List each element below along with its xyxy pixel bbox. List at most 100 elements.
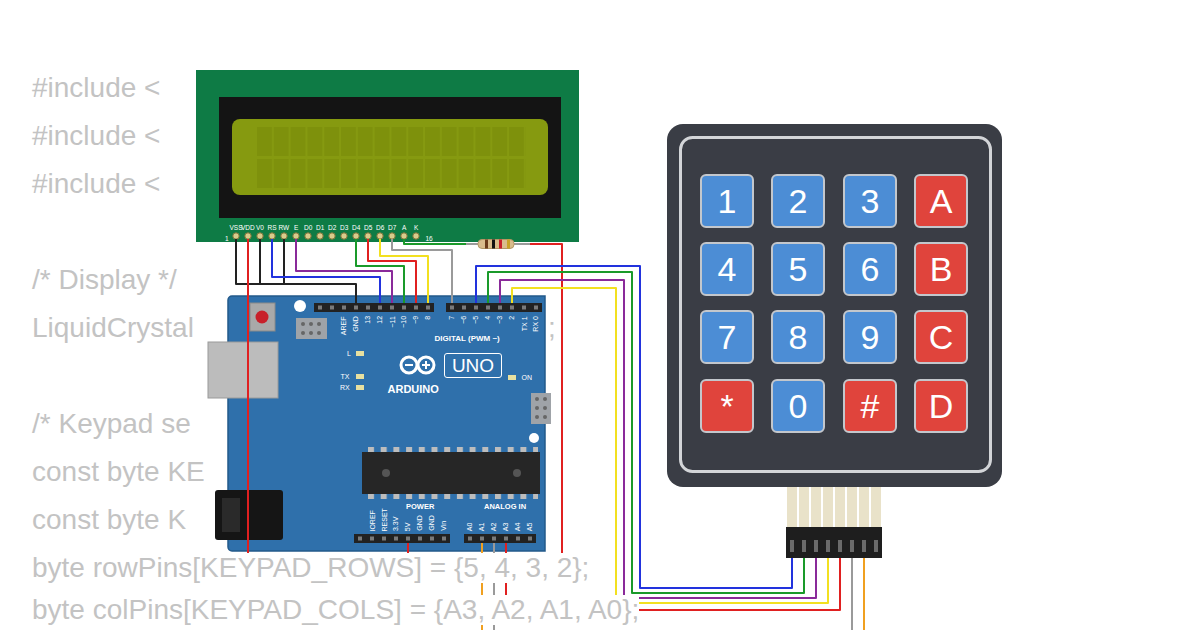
pin-label: D4: [352, 224, 360, 231]
arduino-board: [464, 534, 536, 543]
key-text: *: [720, 389, 733, 423]
led-label: TX: [341, 373, 350, 381]
code-text: ;: [548, 313, 556, 344]
code-text: #include <: [32, 121, 160, 152]
keypad-key: 1: [700, 174, 754, 228]
keypad-key: B: [914, 242, 968, 296]
pin-label: D6: [376, 224, 384, 231]
lcd-module: [196, 70, 579, 242]
keypad-body: [667, 124, 1002, 487]
lcd-module: [219, 97, 561, 218]
wire: [404, 239, 466, 244]
wire: [380, 239, 428, 303]
pin-label: AREF: [340, 316, 348, 335]
arduino-board: [301, 322, 305, 326]
key-text: 4: [718, 252, 737, 286]
arduino-board: [314, 303, 434, 312]
led-label: L: [347, 350, 351, 358]
code-text: byte rowPins[KEYPAD_ROWS] = {5, 4, 3, 2}…: [32, 553, 589, 584]
code-text: byte colPins[KEYPAD_COLS] = {A3, A2, A1,…: [32, 595, 639, 626]
led-label: RX: [340, 384, 350, 392]
resistor-symbol: [499, 240, 502, 249]
keypad-key: #: [843, 379, 897, 433]
board-label: ANALOG IN: [484, 503, 526, 511]
key-text: D: [929, 389, 954, 423]
code-text: LiquidCrystal: [32, 313, 194, 344]
code-text: const byte KE: [32, 457, 205, 488]
arduino-board: [368, 494, 538, 499]
keypad-body: [786, 527, 882, 558]
lcd-module: [257, 127, 526, 189]
arduino-logo: [418, 357, 434, 373]
resistor-symbol: [507, 240, 510, 249]
keypad-key: 4: [700, 242, 754, 296]
pin-label: ~5: [472, 316, 480, 324]
arduino-board: [317, 331, 321, 335]
pin-label: A1: [478, 522, 486, 531]
pin-label: A3: [502, 522, 510, 531]
keypad-key: 0: [771, 379, 825, 433]
wire: [863, 558, 865, 630]
pin-label: GND: [428, 515, 436, 531]
pin-label: D7: [388, 224, 396, 231]
pin-label: 7: [448, 316, 456, 320]
pin-label: VDD: [241, 224, 255, 231]
key-text: C: [929, 320, 954, 354]
arduino-logo: [401, 357, 417, 373]
key-text: #: [861, 389, 880, 423]
key-text: 6: [861, 252, 880, 286]
keypad-key: 7: [700, 310, 754, 364]
arduino-board: [362, 452, 540, 494]
key-text: 1: [718, 184, 737, 218]
pin-label: ~11: [388, 316, 396, 327]
pin-label: V0: [256, 224, 264, 231]
key-text: B: [930, 252, 953, 286]
resistor-symbol: [478, 240, 514, 249]
pin-label: RESET: [380, 508, 388, 531]
model-badge: UNO: [444, 353, 502, 378]
pin-label: 8: [424, 316, 432, 320]
pin-label: ~9: [412, 316, 420, 324]
led-label: ON: [522, 374, 533, 382]
resistor-symbol: [466, 240, 530, 249]
arduino-board: [535, 415, 539, 419]
key-text: 8: [789, 320, 808, 354]
arduino-logo: [405, 364, 413, 366]
pin-label: A5: [526, 522, 534, 531]
brand-label: ARDUINO: [388, 383, 439, 395]
wire: [476, 266, 792, 588]
pin-number: 1: [225, 235, 229, 242]
arduino-board: [356, 385, 364, 390]
pin-label: RW: [279, 224, 290, 231]
wire: [500, 280, 816, 598]
wire: [851, 558, 853, 630]
pin-label: 13: [364, 316, 372, 324]
keypad-body: [786, 487, 882, 527]
key-text: UNO: [452, 356, 494, 375]
pin-label: 12: [376, 316, 384, 324]
board-label: DIGITAL (PWM ~): [435, 335, 500, 344]
arduino-board: [208, 342, 278, 398]
wire: [408, 244, 562, 572]
pin-label: RS: [268, 224, 277, 231]
keypad-key: 2: [771, 174, 825, 228]
pin-label: GND: [352, 316, 360, 332]
arduino-board: [309, 331, 313, 335]
pin-label: D0: [304, 224, 312, 231]
pin-label: K: [414, 224, 418, 231]
arduino-board: [301, 331, 305, 335]
code-text: const byte K: [32, 505, 186, 536]
pin-label: VSS: [230, 224, 243, 231]
resistor-symbol: [485, 240, 488, 249]
arduino-board: [356, 374, 364, 379]
pin-label: 5V: [404, 522, 412, 531]
arduino-board: [543, 415, 547, 419]
keypad-key: 8: [771, 310, 825, 364]
key-text: 3: [861, 184, 880, 218]
pin-label: E: [294, 224, 298, 231]
keypad-body: [786, 540, 882, 552]
wire: [296, 239, 392, 303]
arduino-board: [356, 351, 364, 356]
keypad-key: C: [914, 310, 968, 364]
pin-number: 16: [426, 235, 433, 242]
